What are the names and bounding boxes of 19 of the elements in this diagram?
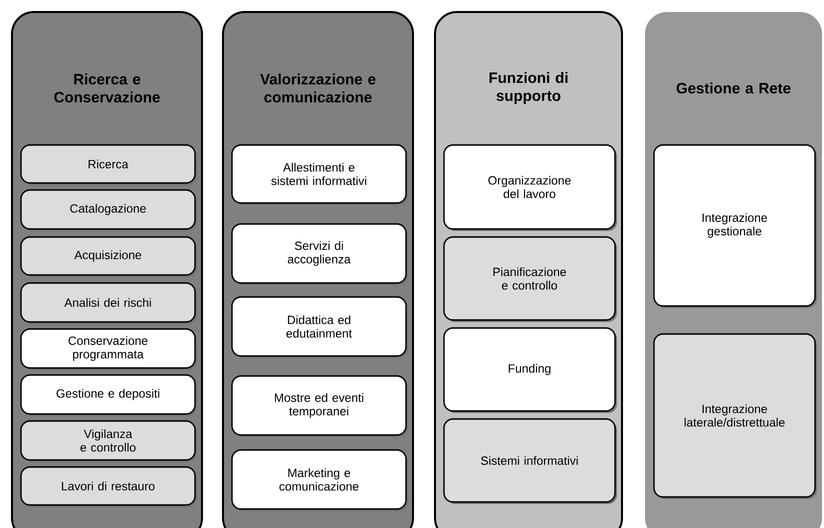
item-box: Didattica ed edutainment bbox=[231, 296, 408, 358]
item-box: Organizzazione del lavoro bbox=[443, 144, 617, 231]
item-box: Gestione e depositi bbox=[20, 374, 197, 416]
item-box: Marketing e comunicazione bbox=[231, 449, 408, 511]
item-box: Analisi dei rischi bbox=[20, 282, 197, 324]
item-box: Allestimenti e sistemi informativi bbox=[231, 144, 408, 205]
item-box: Ricerca bbox=[20, 144, 197, 185]
item-box: Catalogazione bbox=[20, 189, 197, 231]
item-box: Acquisizione bbox=[20, 236, 197, 277]
item-box: Sistemi informativi bbox=[443, 418, 617, 504]
item-box: Pianificazione e controllo bbox=[443, 236, 617, 322]
item-box: Lavori di restauro bbox=[20, 466, 197, 507]
item-box: Mostre ed eventi temporanei bbox=[231, 375, 408, 437]
item-box: Integrazione gestionale bbox=[653, 144, 817, 308]
item-box: Vigilanza e controllo bbox=[20, 420, 197, 462]
item-box: Integrazione laterale/distrettuale bbox=[653, 333, 817, 499]
item-box: Servizi di accoglienza bbox=[231, 223, 408, 285]
item-box: Funding bbox=[443, 327, 617, 413]
item-box: Conservazione programmata bbox=[20, 328, 197, 370]
